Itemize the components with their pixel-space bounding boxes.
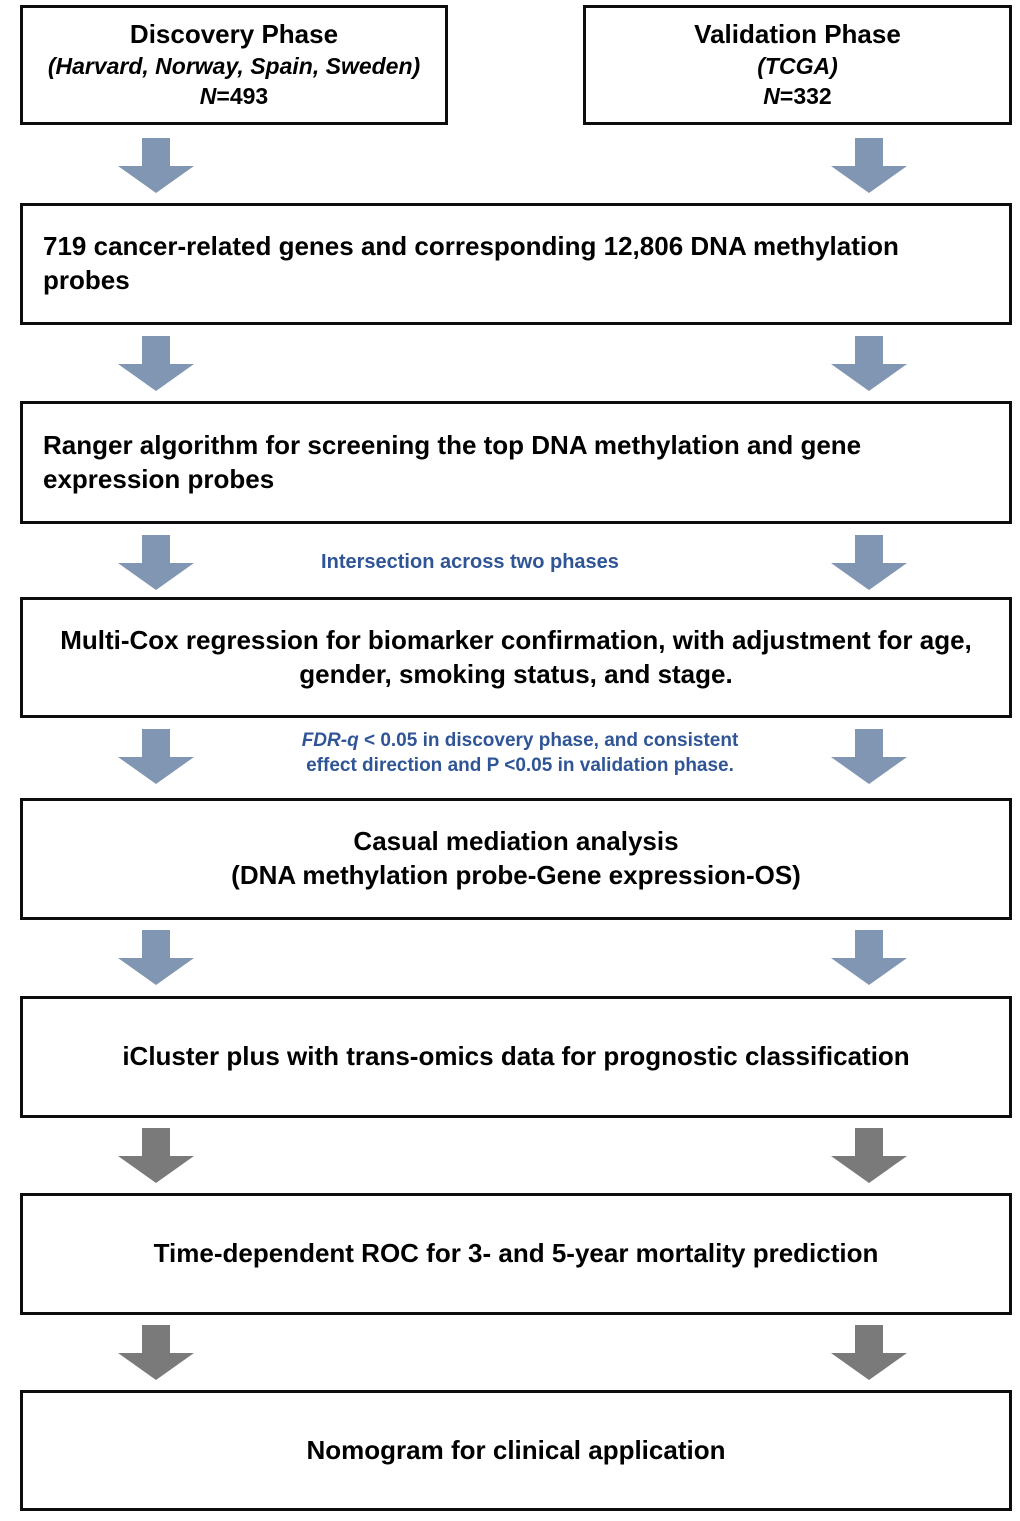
note-fdr-criteria: FDR-q < 0.05 in discovery phase, and con…: [222, 729, 818, 778]
validation-n-label: N: [763, 82, 780, 109]
validation-title: Validation Phase: [694, 19, 901, 50]
note-intersection-text: Intersection across two phases: [321, 551, 619, 573]
discovery-sample-size: N=493: [37, 82, 431, 112]
arrow-ranger-to-multicox-left: [116, 535, 196, 591]
discovery-n-label: N: [199, 82, 217, 109]
arrow-mediation-to-icluster-left: [116, 930, 196, 986]
box-ranger-algorithm: Ranger algorithm for screening the top D…: [20, 401, 1012, 524]
arrow-ranger-to-multicox-right: [829, 535, 909, 591]
validation-sample-size: N=332: [600, 82, 995, 112]
box-validation-phase: Validation Phase (TCGA) N=332: [583, 5, 1012, 125]
arrow-multicox-to-mediation-left: [116, 729, 196, 785]
multicox-line-2: gender, smoking status, and stage.: [299, 658, 733, 689]
arrow-multicox-to-mediation-right: [829, 729, 909, 785]
note-fdr-line-2: effect direction and P <0.05 in validati…: [306, 754, 734, 776]
box-cancer-genes: 719 cancer-related genes and correspondi…: [20, 203, 1012, 325]
note-fdr-rest-line-1: < 0.05 in discovery phase, and consisten…: [358, 730, 739, 751]
arrow-roc-to-nomogram-left: [116, 1325, 196, 1381]
arrow-validation-to-genes: [829, 138, 909, 194]
roc-text: Time-dependent ROC for 3- and 5-year mor…: [153, 1238, 879, 1269]
arrow-roc-to-nomogram-right: [829, 1325, 909, 1381]
mediation-line-2: (DNA methylation probe-Gene expression-O…: [231, 860, 801, 890]
box-multicox-regression: Multi-Cox regression for biomarker confi…: [20, 597, 1012, 718]
box-nomogram: Nomogram for clinical application: [20, 1390, 1012, 1511]
icluster-text: iCluster plus with trans-omics data for …: [122, 1041, 910, 1072]
arrow-discovery-to-genes: [116, 138, 196, 194]
box-icluster-plus: iCluster plus with trans-omics data for …: [20, 996, 1012, 1118]
cancer-genes-text: 719 cancer-related genes and correspondi…: [43, 231, 899, 295]
arrow-genes-to-ranger-right: [829, 336, 909, 392]
note-fdr-italic-prefix: FDR-q: [301, 730, 359, 751]
mediation-line-1: Casual mediation analysis: [353, 826, 679, 857]
discovery-cohorts: (Harvard, Norway, Spain, Sweden): [47, 53, 421, 79]
validation-n-value: =332: [779, 82, 832, 109]
arrow-icluster-to-roc-left: [116, 1128, 196, 1184]
nomogram-text: Nomogram for clinical application: [306, 1434, 726, 1465]
note-intersection: Intersection across two phases: [235, 549, 705, 575]
arrow-icluster-to-roc-right: [829, 1128, 909, 1184]
box-time-dependent-roc: Time-dependent ROC for 3- and 5-year mor…: [20, 1193, 1012, 1315]
box-discovery-phase: Discovery Phase (Harvard, Norway, Spain,…: [20, 5, 448, 125]
ranger-algorithm-text: Ranger algorithm for screening the top D…: [43, 429, 862, 494]
multicox-line-1: Multi-Cox regression for biomarker confi…: [60, 624, 972, 655]
box-mediation-analysis: Casual mediation analysis (DNA methylati…: [20, 798, 1012, 920]
discovery-n-value: =493: [216, 82, 269, 109]
arrow-genes-to-ranger-left: [116, 336, 196, 392]
validation-cohorts: (TCGA): [757, 53, 838, 79]
arrow-mediation-to-icluster-right: [829, 930, 909, 986]
discovery-title: Discovery Phase: [129, 19, 339, 50]
note-fdr-line-1: FDR-q < 0.05 in discovery phase, and con…: [222, 729, 818, 754]
